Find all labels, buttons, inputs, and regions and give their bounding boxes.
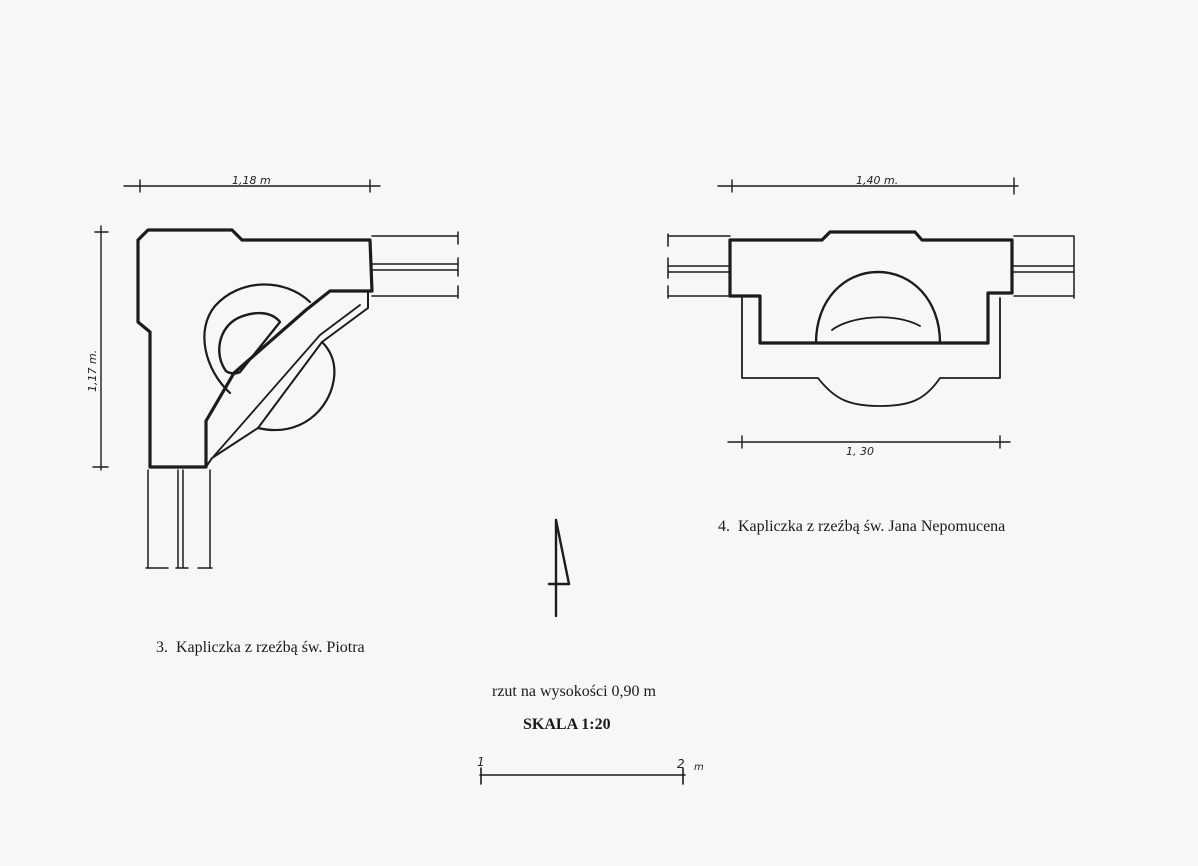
plan-3-caption: Kapliczka z rzeźbą św. Piotra	[176, 639, 365, 656]
plan-4-dim-bottom-line	[727, 435, 1011, 449]
plan-4-dim-top: 1,40 m.	[856, 174, 898, 187]
plan-4-arch-curve	[831, 316, 921, 331]
plan-3-wall-right	[371, 231, 459, 299]
scale-bar-left-label: 1	[477, 755, 485, 769]
plan-4-caption-block: 4. Kapliczka z rzeźbą św. Jana Nepomucen…	[718, 518, 1005, 536]
plan-4-wall-right	[1013, 235, 1075, 299]
plan-3-wall-bottom	[145, 469, 213, 569]
plan-4-caption: Kapliczka z rzeźbą św. Jana Nepomucena	[738, 518, 1006, 535]
plan-3-dim-width-line	[123, 179, 381, 193]
plan-4-number: 4.	[718, 518, 730, 535]
north-arrow-shape	[547, 518, 571, 618]
plan-3-outer-wall	[136, 228, 374, 469]
plan-3-diagonal-inner	[213, 304, 361, 457]
scale-bar-unit: m	[694, 762, 704, 773]
section-note: rzut na wysokości 0,90 m	[492, 683, 656, 700]
plan-4-dim-top-line	[717, 177, 1019, 195]
plan-3-dim-height: 1,17 m.	[86, 350, 99, 392]
plan-3-dim-width: 1,18 m	[232, 174, 271, 187]
plan-3-diagonal	[205, 290, 369, 468]
plan-4-outline	[667, 177, 1075, 449]
plan-3-circle-lower	[256, 340, 336, 431]
plan-4-dim-bottom: 1, 30	[846, 445, 874, 458]
scale-bar-line	[479, 767, 686, 785]
plan-3-dim-height-line	[92, 225, 109, 471]
plan-3-number: 3.	[156, 639, 168, 656]
plan-3-caption-block: 3. Kapliczka z rzeźbą św. Piotra	[156, 639, 365, 657]
north-arrow	[547, 518, 571, 618]
scale-bar-right-label: 2	[677, 757, 685, 771]
plan-3-ellipse	[218, 311, 282, 375]
plan-3-circle	[203, 283, 312, 395]
plan-4-arch	[814, 270, 942, 345]
plan-4-wall-left	[667, 233, 731, 299]
plan-4-base	[741, 295, 1001, 407]
plan-3-outline	[92, 179, 459, 569]
scale-bar	[479, 767, 686, 785]
scale-title: SKALA 1:20	[523, 716, 611, 733]
plan-4-outer-wall	[728, 230, 1014, 345]
